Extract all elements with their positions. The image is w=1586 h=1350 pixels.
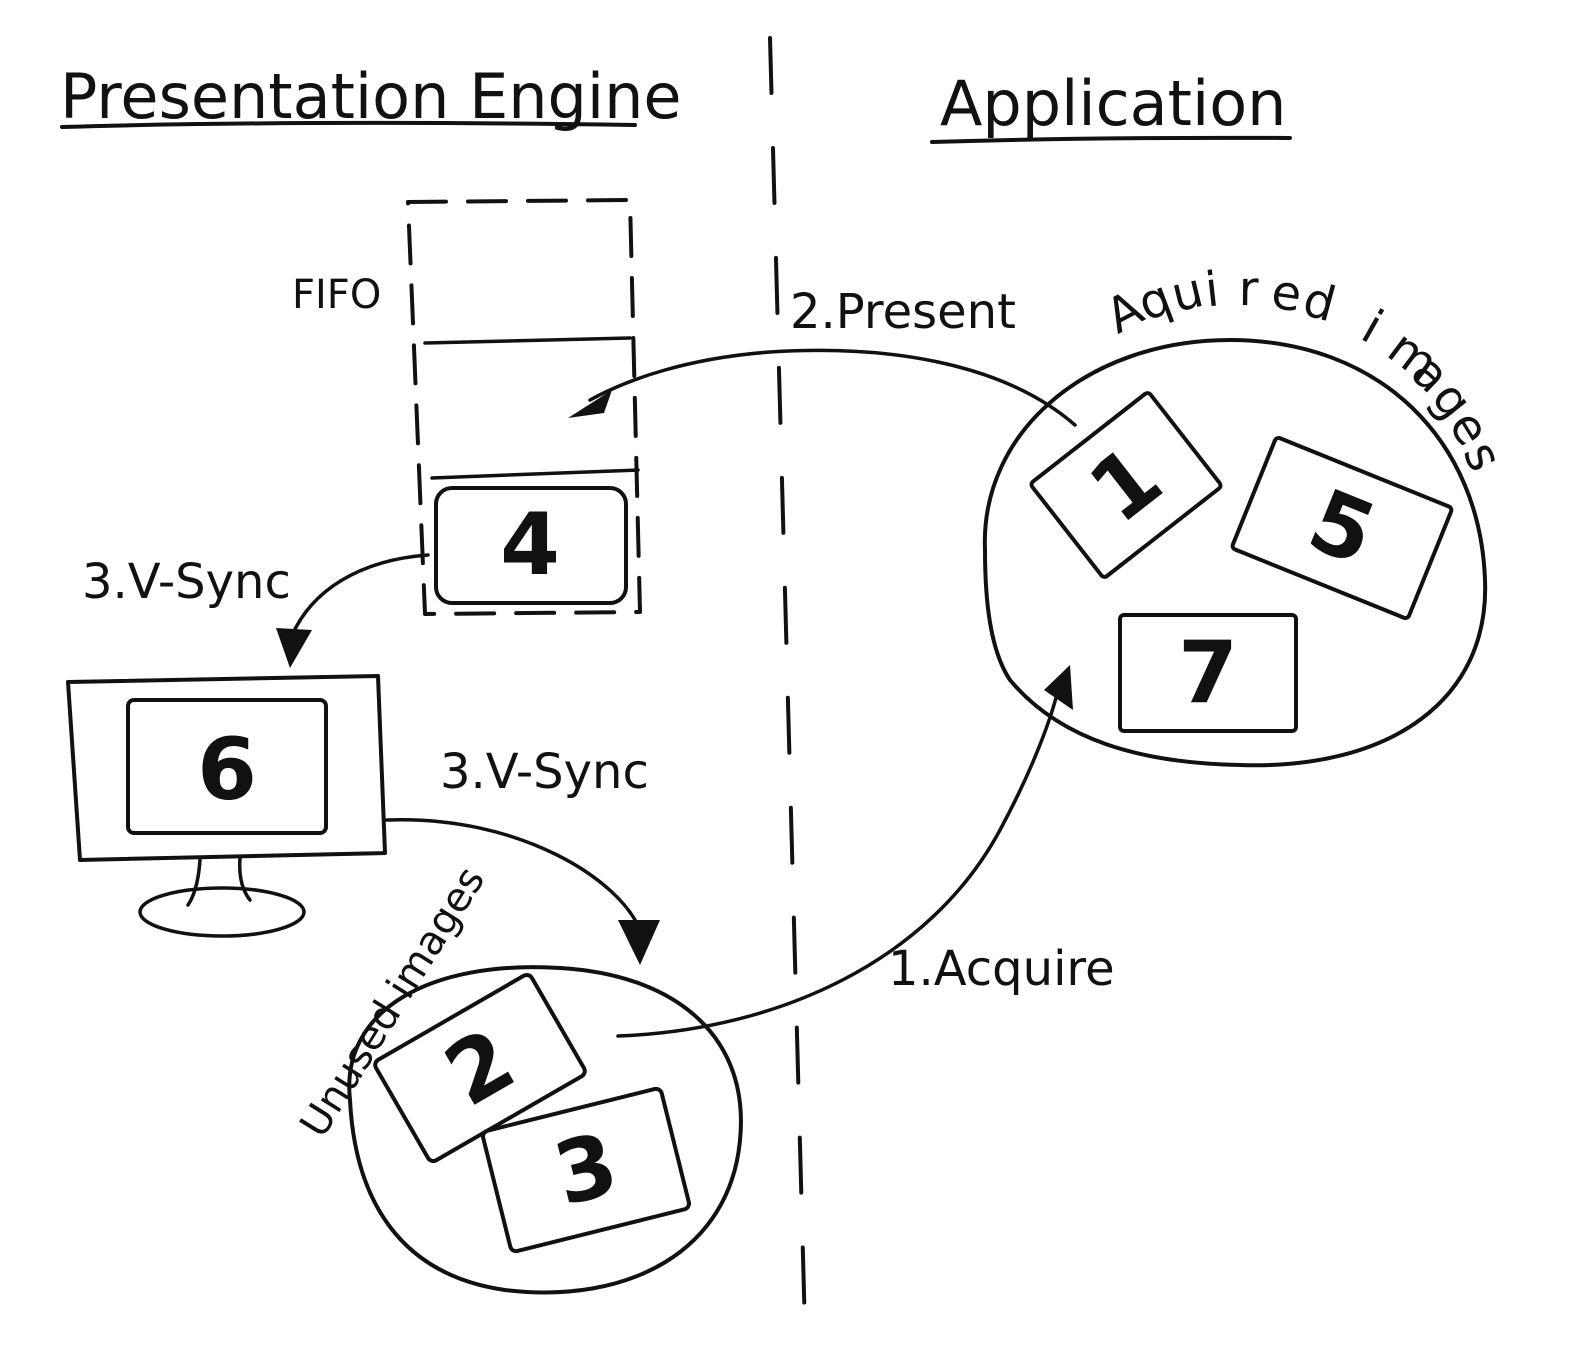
monitor: 6 [66, 674, 387, 938]
vsync-display-arrowhead [276, 628, 312, 668]
label-char: e [1268, 264, 1305, 324]
step-vsync-display-label: 3.V-Sync [82, 554, 291, 610]
image-number: 1 [1072, 427, 1181, 543]
image-number: 4 [500, 495, 560, 595]
image-number: 3 [545, 1114, 627, 1226]
label-char: i [1202, 261, 1222, 318]
image-number: 7 [1178, 623, 1238, 723]
monitor-stand [186, 856, 252, 907]
vsync-display-arrow [288, 553, 430, 642]
present-arrowhead [568, 390, 612, 418]
step-vsync-unused-label: 3.V-Sync [440, 744, 649, 800]
pool-outline [982, 338, 1488, 768]
image-card [481, 1086, 691, 1254]
step-present-label: 2.Present [790, 284, 1016, 340]
vsync-unused-arrow [385, 818, 642, 932]
image-card [434, 486, 628, 605]
fifo-queue: FIFO 4 [292, 198, 642, 616]
label-char: i [1353, 299, 1392, 354]
present-arrow [588, 348, 1077, 427]
presentation-engine-underline [60, 120, 637, 129]
section-divider [768, 36, 807, 1332]
unused-pool-label: Unused images [291, 859, 494, 1145]
vsync-unused-arrowhead [618, 920, 660, 965]
image-card [126, 698, 328, 835]
presentation-engine-title: Presentation Engine [60, 60, 682, 133]
label-char: r [1238, 261, 1259, 317]
image-number: 6 [197, 720, 257, 820]
image-number: 2 [429, 1010, 531, 1127]
pool-outline [347, 965, 743, 1295]
fifo-outline [406, 198, 642, 616]
fifo-label: FIFO [292, 272, 381, 318]
fifo-slot-divider [430, 468, 640, 480]
application-title: Application [940, 67, 1286, 140]
monitor-base [138, 886, 306, 938]
image-card [373, 972, 587, 1164]
image-card [1118, 613, 1298, 733]
monitor-frame [66, 674, 387, 862]
image-number: 5 [1296, 470, 1389, 585]
step-acquire-label: 1.Acquire [888, 941, 1115, 997]
image-card [1029, 391, 1223, 579]
unused-images-pool: Unused images 2 3 [291, 859, 743, 1295]
acquire-arrow [616, 688, 1060, 1038]
acquire-arrowhead [1044, 665, 1073, 710]
image-card [1230, 435, 1454, 621]
application-underline [930, 135, 1292, 144]
fifo-slot-divider [423, 336, 632, 345]
